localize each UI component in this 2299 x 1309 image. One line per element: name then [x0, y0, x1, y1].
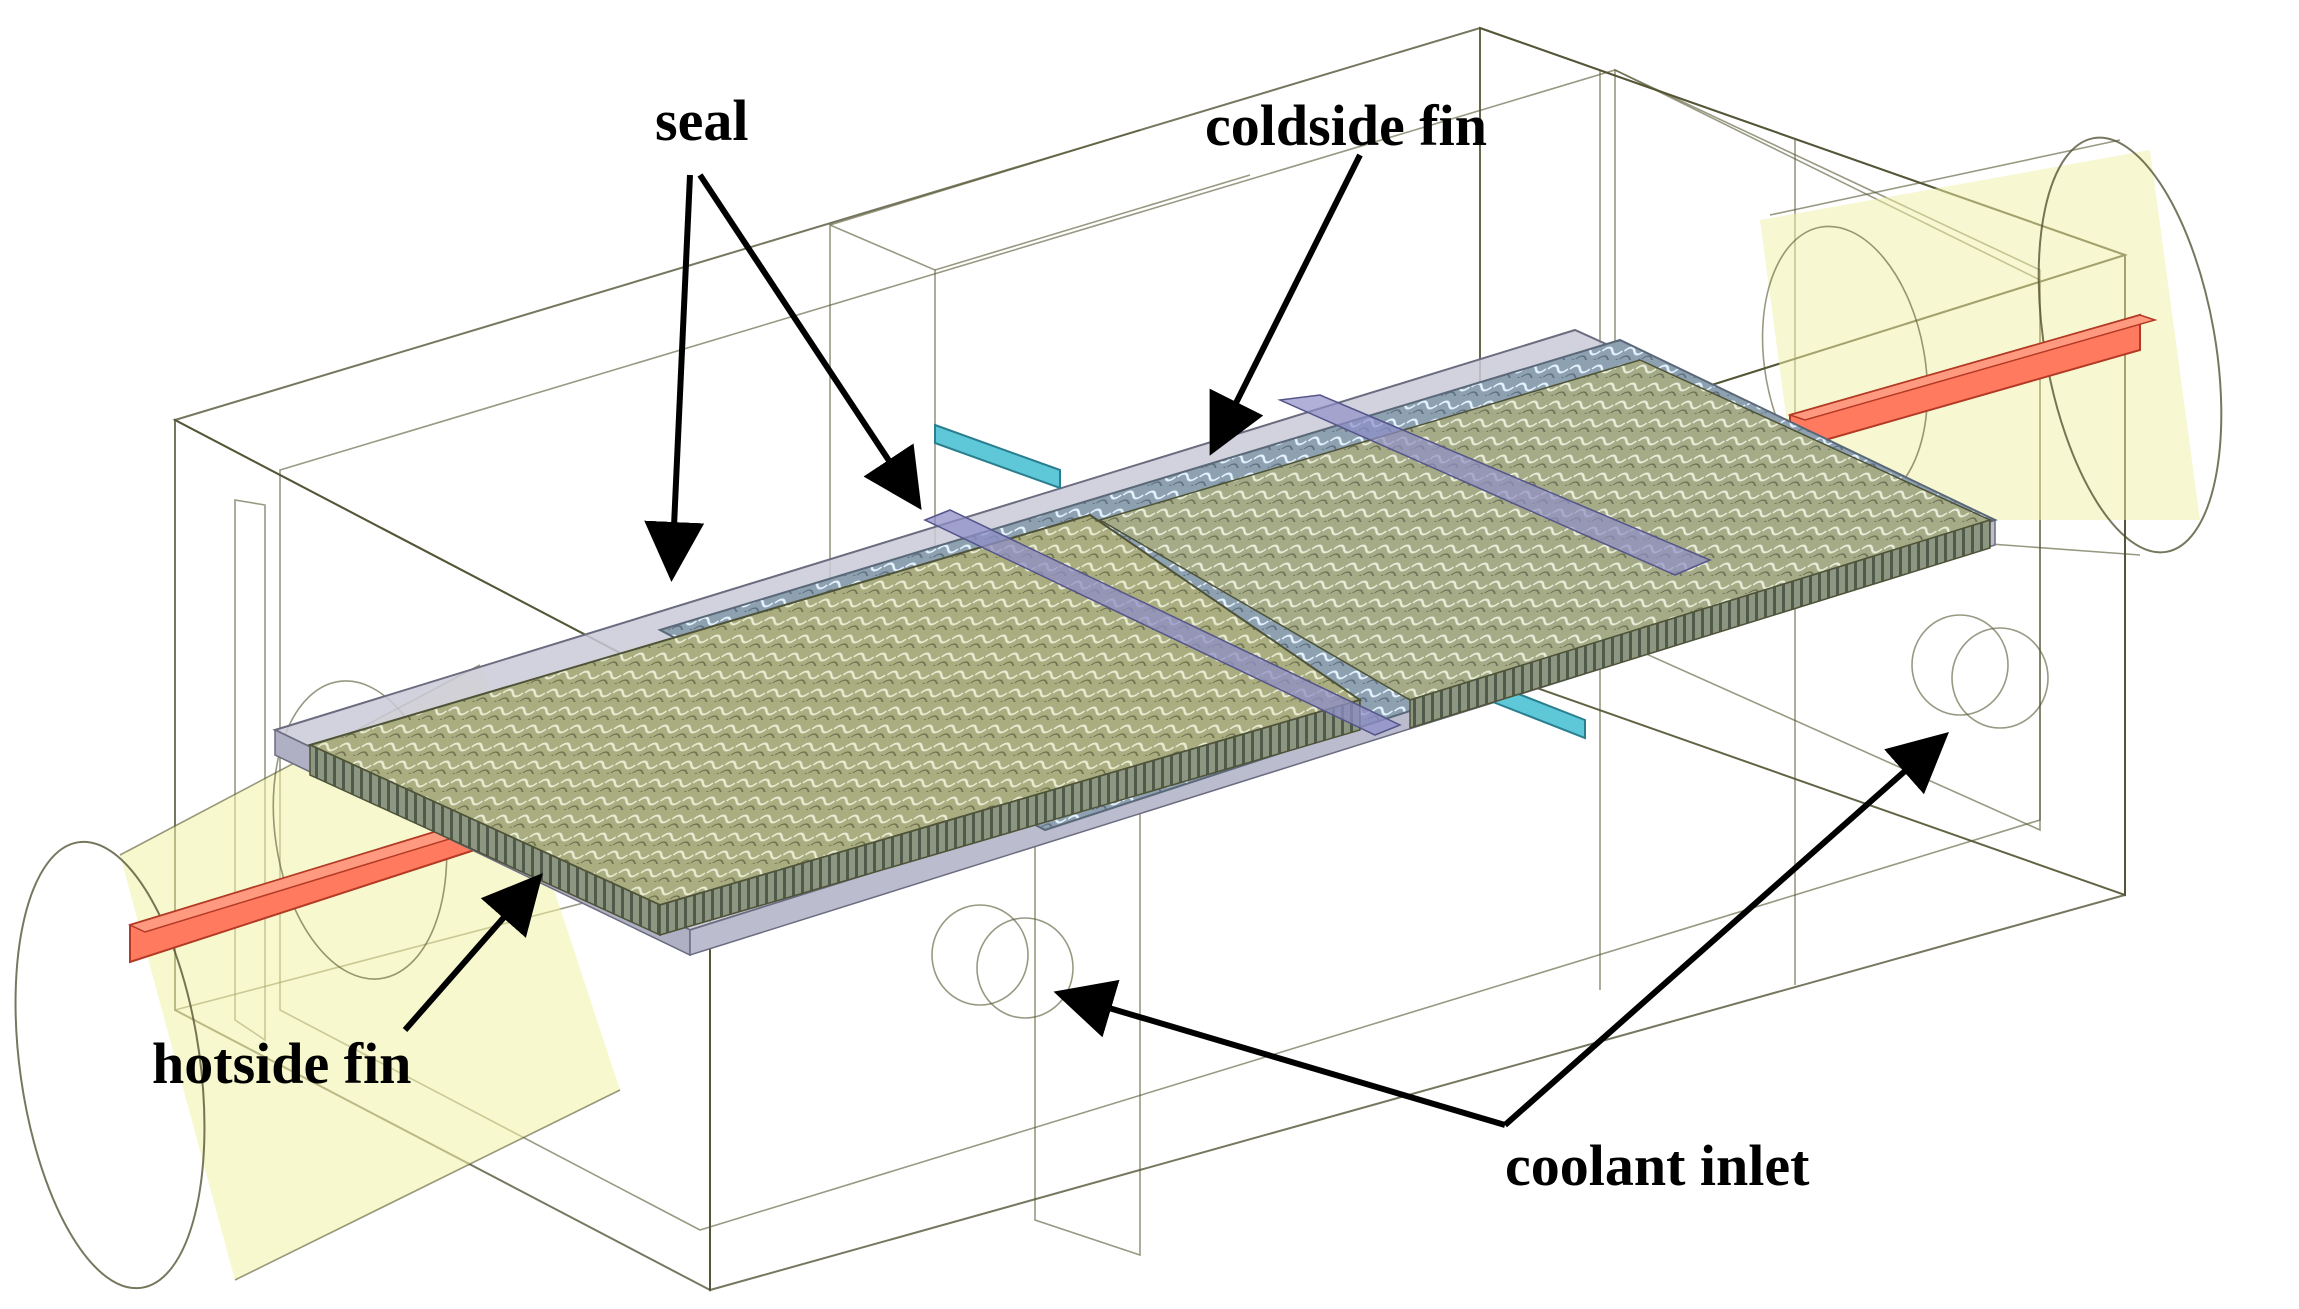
seal-label: seal: [655, 88, 748, 153]
seal-strips: [923, 394, 1712, 736]
hotside-fin-arrow: [402, 872, 543, 1032]
coldside-fin-arrow: [1209, 153, 1363, 456]
coolant-inlet-arrow-front: [1053, 979, 1506, 1128]
hotside-fin-label: hotside fin: [152, 1031, 411, 1096]
coolant-inlet-arrow-right: [1503, 732, 1949, 1128]
coldside-fin-label: coldside fin: [1205, 93, 1487, 158]
annotation-arrows: [402, 153, 1949, 1128]
hot-side-fin: [307, 359, 1993, 937]
coolant-inlet-right: [1911, 614, 2049, 729]
seal-arrow-left: [644, 174, 705, 582]
hot-side-bar: [127, 313, 2158, 964]
coolant-inlet-label: coolant inlet: [1505, 1133, 1810, 1198]
coolant-inlet-front: [931, 904, 1074, 1019]
seal-arrow-right: [697, 173, 922, 511]
